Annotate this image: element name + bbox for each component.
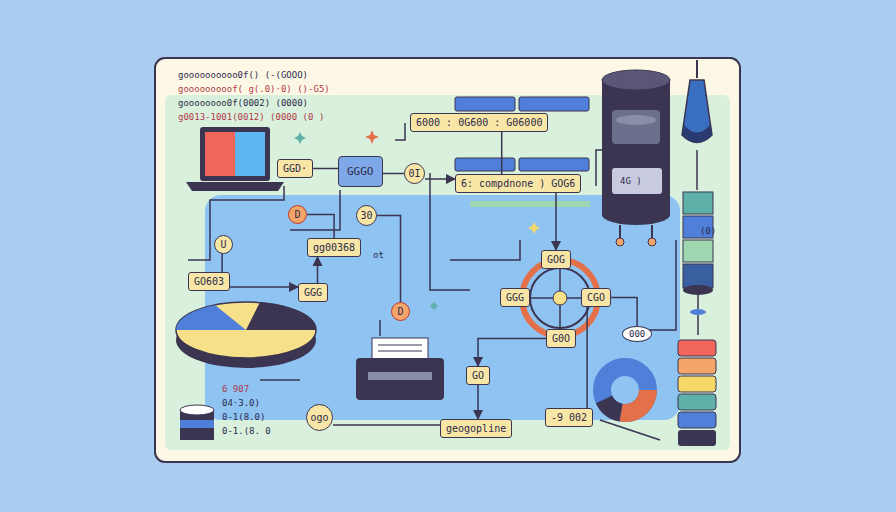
node-text: GO xyxy=(472,370,484,381)
code-label: (0) xyxy=(700,226,716,236)
connector xyxy=(611,298,637,327)
connector xyxy=(230,286,298,288)
circle-node: 0I xyxy=(404,163,425,184)
process-box: CGO xyxy=(581,288,611,307)
process-box: GGD· xyxy=(277,159,313,178)
process-box: GGG xyxy=(500,288,530,307)
process-box: geogopline xyxy=(440,419,512,438)
node-text: ogo xyxy=(310,412,328,423)
node-text: 6: compdnone ) GOG6 xyxy=(461,178,575,189)
process-box: GOG xyxy=(541,250,571,269)
code-label: goooooooo0f(0002) (0000) xyxy=(178,98,308,108)
process-box: gg00368 xyxy=(307,238,361,257)
code-label: 0-1.(8. 0 xyxy=(222,426,271,436)
code-label: 6 907 xyxy=(222,384,249,394)
node-text: 000 xyxy=(629,329,645,339)
node-text: GGG xyxy=(304,287,322,298)
circle-node: D xyxy=(391,302,410,321)
code-label: goooooooooo0f() (-(GOOO) xyxy=(178,70,308,80)
node-text: gg00368 xyxy=(313,242,355,253)
connector xyxy=(383,173,405,175)
process-box: 6000 : 0G600 : G06000 xyxy=(410,113,548,132)
process-box: GGG xyxy=(298,283,328,302)
node-text: 30 xyxy=(360,210,372,221)
connector xyxy=(221,254,223,272)
connector xyxy=(586,307,588,408)
connector xyxy=(313,168,338,170)
circle-node: 30 xyxy=(356,205,377,226)
node-text: D xyxy=(294,209,300,220)
node-text: 6000 : 0G600 : G06000 xyxy=(416,117,542,128)
node-text: GGG xyxy=(506,292,524,303)
code-label: gooooooooof( g(.0)·0) ()-G5) xyxy=(178,84,330,94)
process-box: GO xyxy=(466,366,490,385)
code-label: 04·3.0) xyxy=(222,398,260,408)
code-label: 4G ) xyxy=(620,176,642,186)
process-box: -9 002 xyxy=(545,408,593,427)
node-text: U xyxy=(220,239,226,250)
node-text: GGGO xyxy=(347,165,374,178)
connector xyxy=(501,132,503,174)
code-label: g0013-1001(0012) (0000 (0 ) xyxy=(178,112,324,122)
node-text: geogopline xyxy=(446,423,506,434)
node-text: -9 002 xyxy=(551,412,587,423)
code-label: ot xyxy=(373,250,384,260)
connector xyxy=(555,193,557,250)
connector xyxy=(477,385,479,419)
node-text: GOG xyxy=(547,254,565,265)
node-text: D xyxy=(397,306,403,317)
connector xyxy=(478,339,546,367)
process-box: 000 xyxy=(622,326,652,342)
process-box: GO603 xyxy=(188,272,230,291)
connector xyxy=(333,424,440,426)
circle-node: U xyxy=(214,235,233,254)
node-text: GO603 xyxy=(194,276,224,287)
connector xyxy=(307,215,334,239)
circle-node: ogo xyxy=(306,404,333,431)
node-text: 0I xyxy=(408,168,420,179)
connector xyxy=(425,178,455,180)
node-text: G0O xyxy=(552,333,570,344)
node-text: GGD· xyxy=(283,163,307,174)
circle-node: D xyxy=(288,205,307,224)
process-box: G0O xyxy=(546,329,576,348)
connector xyxy=(317,257,319,283)
node-text: CGO xyxy=(587,292,605,303)
process-box: 6: compdnone ) GOG6 xyxy=(455,174,581,193)
process-box: GGGO xyxy=(338,156,383,187)
code-label: 0-1(8.0) xyxy=(222,412,265,422)
